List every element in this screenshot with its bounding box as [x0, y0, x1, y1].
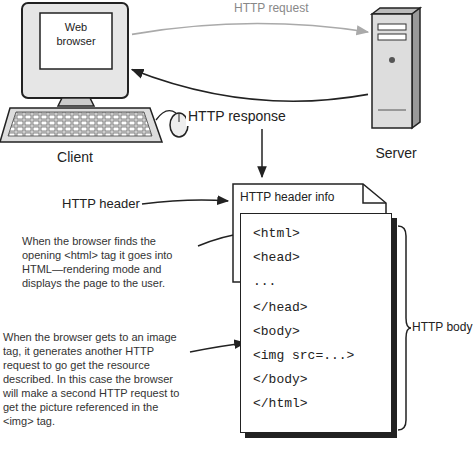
screen-text: Web browser [40, 21, 112, 49]
document-fold [363, 184, 386, 203]
server-tower: Server [372, 8, 420, 128]
code-line: <html> [253, 226, 300, 242]
client-computer-drawing [0, 3, 188, 142]
response-leader [261, 129, 263, 177]
code-line: ... [253, 274, 276, 290]
client-label: Client [40, 149, 110, 167]
header-leader [142, 200, 228, 204]
server-tower-drawing [372, 8, 420, 128]
http-arrow [132, 70, 368, 102]
note-leader [190, 343, 245, 352]
header-info: HTTP header info [240, 190, 335, 205]
code-line: <head> [253, 250, 300, 266]
http-arrow [132, 24, 368, 35]
note-text: When the browser gets to an image tag, i… [3, 330, 183, 428]
callout-label: HTTP header [62, 196, 140, 212]
edge-label: HTTP response [186, 108, 288, 126]
code-line: </body> [253, 372, 308, 388]
code-line: </html> [253, 396, 308, 412]
code-line: <body> [253, 324, 300, 340]
note-text: When the browser finds the opening <html… [22, 234, 192, 290]
http-document: HTTP header info<html><head>...</head><b… [232, 183, 387, 283]
callout-label: HTTP body [412, 320, 472, 335]
server-label: Server [362, 145, 430, 163]
code-line: <img src=...> [253, 348, 354, 364]
body-bracket [398, 226, 411, 430]
edge-label: HTTP request [232, 1, 310, 16]
code-line: </head> [253, 300, 308, 316]
client-computer: Web browserClient [22, 3, 128, 98]
html-page: <html> <head>... </head> <body> <img src=...… [240, 213, 392, 433]
